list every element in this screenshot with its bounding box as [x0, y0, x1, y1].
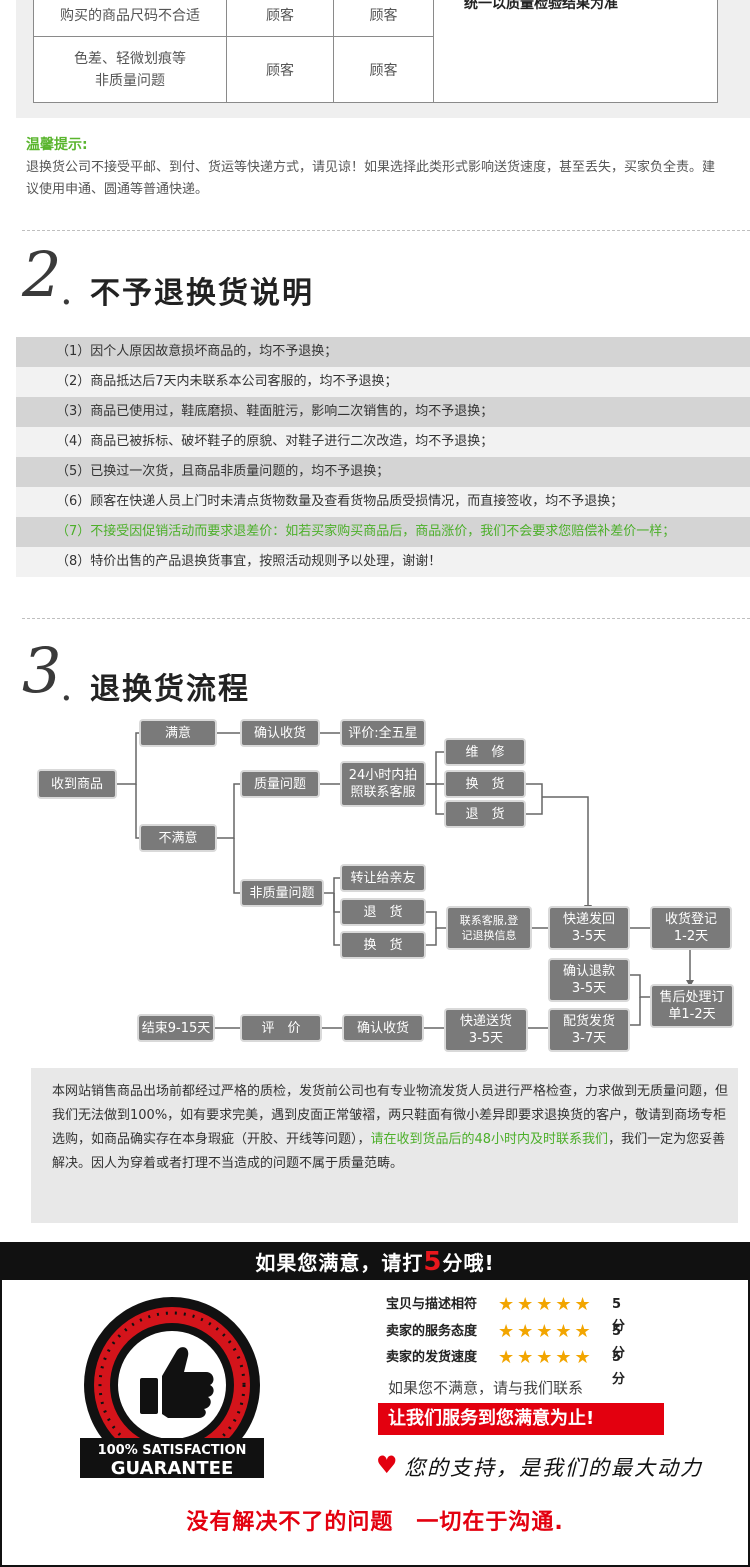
section2-title: 不予退换货说明: [90, 276, 314, 311]
flow-receive: 收到商品: [39, 771, 115, 797]
rating-row: 宝贝与描述相符 ★★★★★ 5分: [386, 1294, 625, 1334]
table-row: 色差、轻微划痕等 非质量问题 顾客 顾客: [33, 36, 718, 103]
rule-item: （1）因个人原因故意损坏商品的，均不予退换；: [16, 337, 750, 367]
support-signature: 您的支持，是我们的最大动力: [404, 1456, 703, 1480]
section2-dot: .: [60, 268, 73, 314]
table-cell-note: 统一以质量检验结果为准: [433, 0, 718, 103]
rating-row: 卖家的发货速度 ★★★★★ 5分: [386, 1347, 625, 1387]
header-text-before: 如果您满意，请打: [255, 1251, 424, 1275]
flow-review-five-star: 评价:全五星: [342, 721, 424, 745]
flow-connectors: [113, 729, 694, 1032]
rating-stars-icon: ★★★★★: [498, 1321, 594, 1342]
flow-confirm-refund: 确认退款 3-5天: [550, 960, 628, 1000]
rating-score: 5分: [612, 1324, 626, 1361]
rating-label: 卖家的服务态度: [386, 1324, 478, 1339]
rule-item: （3）商品已使用过，鞋底磨损、鞋面脏污，影响二次销售的，均不予退换；: [16, 397, 750, 427]
rule-item: （7）不接受因促销活动而要求退差价：如若买家购买商品后，商品涨价，我们不会要求您…: [16, 517, 750, 547]
rating-stars-icon: ★★★★★: [498, 1347, 594, 1368]
table-cell-party: 顾客: [333, 0, 434, 37]
flow-transfer: 转让给亲友: [342, 866, 424, 890]
section3-dot: .: [60, 664, 73, 710]
quality-note-main: 本网站销售商品出场前都经过严格的质检，发货前公司也有专业物流发货人员进行严格检查…: [52, 1084, 729, 1147]
rating-score: 5分: [612, 1297, 626, 1334]
section3-title: 退换货流程: [90, 672, 250, 707]
flow-express-back: 快递发回 3-5天: [550, 908, 628, 948]
header-text-after: 分哦!: [442, 1251, 495, 1275]
table-cell-party: 顾客: [226, 36, 334, 103]
quality-note: 本网站销售商品出场前都经过严格的质检，发货前公司也有专业物流发货人员进行严格检查…: [52, 1080, 732, 1176]
badge-line-2: GUARANTEE: [110, 1458, 234, 1479]
satisfaction-header: 如果您满意，请打5分哦!: [0, 1242, 750, 1280]
section2-number: 2: [22, 238, 62, 311]
flow-express-deliver: 快递送货 3-5天: [446, 1010, 526, 1050]
flow-receive-register: 收货登记 1-2天: [652, 908, 730, 948]
divider: [22, 618, 750, 619]
quality-note-highlight: 请在收到货品后的48小时内及时联系我们: [370, 1132, 609, 1147]
flow-contact-register: 联系客服,登 记退换信息: [448, 908, 530, 948]
flow-satisfied: 满意: [141, 721, 215, 745]
rule-item: （4）商品已被拆标、破坏鞋子的原貌、对鞋子进行二次改造，均不予退换；: [16, 427, 750, 457]
flow-return: 退 货: [446, 802, 524, 826]
heart-icon: ♥: [376, 1451, 398, 1479]
service-banner: 让我们服务到您满意为止!: [378, 1403, 664, 1435]
flow-return-non-quality: 退 货: [342, 900, 424, 924]
rating-stars-icon: ★★★★★: [498, 1294, 594, 1315]
rule-item: （8）特价出售的产品退换货事宜，按照活动规则予以处理，谢谢！: [16, 547, 750, 577]
flow-exchange-non-quality: 换 货: [342, 933, 424, 957]
quality-note-panel: [31, 1068, 738, 1223]
flow-confirm-receipt: 确认收货: [242, 721, 318, 745]
table-cell-party: 顾客: [333, 36, 434, 103]
flow-confirm-receipt-final: 确认收货: [344, 1016, 422, 1040]
flow-photo-contact: 24小时内拍 照联系客服: [342, 763, 424, 805]
table-cell-reason: 色差、轻微划痕等 非质量问题: [33, 36, 227, 103]
guarantee-badge-icon: [80, 1297, 264, 1478]
flow-after-sale: 售后处理订 单1-2天: [652, 986, 732, 1026]
rule-item: （2）商品抵达后7天内未联系本公司客服的，均不予退换；: [16, 367, 750, 397]
quality-note-tail: ，我们一定为您妥善解决。因人为穿着或者打理不当造成的问题不属于质量范畴。: [52, 1132, 726, 1171]
rating-label: 宝贝与描述相符: [386, 1297, 478, 1312]
flow-exchange: 换 货: [446, 772, 524, 796]
rule-item: （6）顾客在快递人员上门时未清点货物数量及查看货物品质受损情况，而直接签收，均不…: [16, 487, 750, 517]
table-cell-party: 顾客: [226, 0, 334, 37]
badge-line-1: 100% SATISFACTION: [97, 1443, 247, 1458]
returns-table: 购买的商品尺码不合适 顾客 顾客 统一以质量检验结果为准 色差、轻微划痕等 非质…: [33, 0, 718, 103]
flow-repair: 维 修: [446, 740, 524, 764]
flow-quality-issue: 质量问题: [242, 772, 318, 796]
header-score: 5: [423, 1247, 443, 1277]
rule-item: （5）已换过一次货，且商品非质量问题的，均不予退换；: [16, 457, 750, 487]
flow-ship-goods: 配货发货 3-7天: [550, 1010, 628, 1050]
section3-number: 3: [22, 634, 62, 707]
rating-score: 5分: [612, 1350, 626, 1387]
contact-text: 如果您不满意，请与我们联系: [388, 1379, 584, 1397]
communication-slogan: 没有解决不了的问题 一切在于沟通.: [186, 1510, 564, 1535]
rating-label: 卖家的发货速度: [386, 1350, 478, 1365]
tips-title: 温馨提示:: [26, 137, 88, 153]
flow-evaluate: 评 价: [242, 1016, 320, 1040]
flow-end: 结束9-15天: [139, 1016, 213, 1040]
flow-unsatisfied: 不满意: [141, 826, 215, 850]
flow-non-quality: 非质量问题: [242, 881, 322, 905]
divider: [22, 230, 750, 231]
table-cell-reason: 购买的商品尺码不合适: [33, 0, 227, 37]
rating-row: 卖家的服务态度 ★★★★★ 5分: [386, 1321, 625, 1361]
tips-text: 退换货公司不接受平邮、到付、货运等快递方式，请见谅！如果选择此类形式影响送货速度…: [26, 160, 716, 197]
table-row: 购买的商品尺码不合适 顾客 顾客 统一以质量检验结果为准: [33, 0, 718, 103]
